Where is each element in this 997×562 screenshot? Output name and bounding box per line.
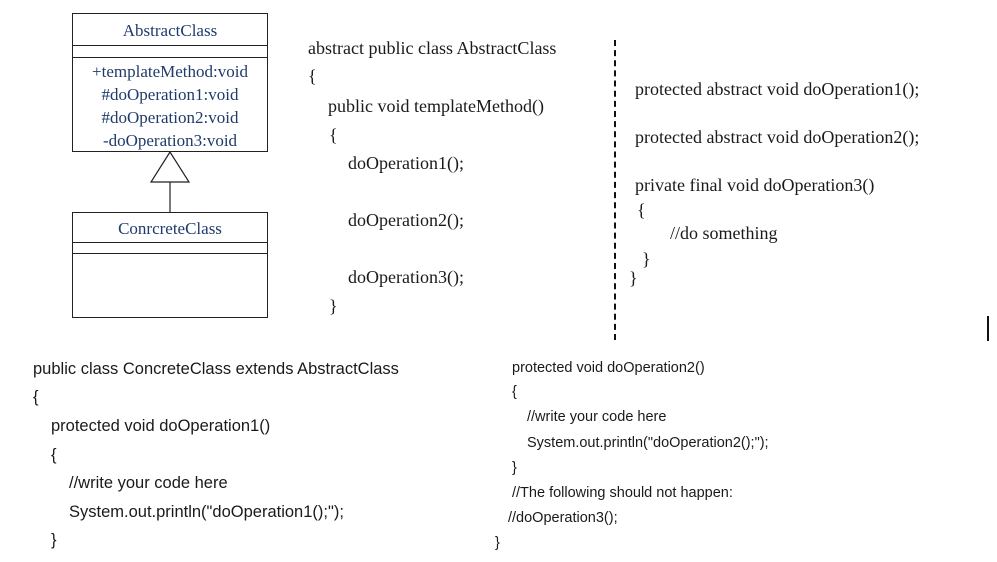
method-do-operation3: -doOperation3:void: [102, 131, 238, 150]
code-line: {: [512, 384, 517, 400]
concrete-class-name: ConrcreteClass: [118, 219, 222, 238]
text-cursor: [987, 316, 989, 341]
abstract-class-name: AbstractClass: [122, 21, 218, 40]
code-line: }: [51, 531, 57, 549]
code-line: }: [329, 296, 338, 316]
code-line: }: [642, 249, 651, 269]
code-line: {: [308, 66, 317, 86]
abstract-class-box: AbstractClass +templateMethod:void #doOp…: [72, 13, 268, 152]
code-line: doOperation2();: [348, 210, 464, 230]
code-line: }: [512, 460, 517, 476]
code-line: public class ConcreteClass extends Abstr…: [33, 360, 399, 378]
code-line: private final void doOperation3(): [635, 175, 875, 195]
method-do-operation2: #doOperation2:void: [101, 108, 239, 127]
code-line: {: [51, 446, 57, 464]
code-line: doOperation1();: [348, 153, 464, 173]
concrete-class-box: ConrcreteClass: [72, 212, 268, 318]
method-template: +templateMethod:void: [92, 62, 248, 81]
code-line: //doOperation3();: [508, 510, 618, 526]
code-line: abstract public class AbstractClass: [308, 38, 557, 58]
code-line: //The following should not happen:: [512, 485, 733, 501]
inheritance-triangle: [149, 150, 191, 183]
code-line: //write your code here: [69, 474, 228, 492]
code-line: System.out.println("doOperation2();");: [527, 435, 769, 451]
code-line: {: [33, 388, 39, 406]
inheritance-arrow: [149, 150, 191, 213]
code-line: }: [629, 268, 638, 288]
code-line: //write your code here: [527, 409, 667, 425]
divider-line: [614, 40, 616, 340]
code-line: //do something: [670, 223, 778, 243]
code-line: System.out.println("doOperation1();");: [69, 503, 344, 521]
code-line: {: [637, 200, 646, 220]
code-line: protected abstract void doOperation2();: [635, 127, 920, 147]
method-do-operation1: #doOperation1:void: [101, 85, 239, 104]
code-line: protected void doOperation1(): [51, 417, 271, 435]
code-line: doOperation3();: [348, 267, 464, 287]
code-line: protected abstract void doOperation1();: [635, 79, 920, 99]
code-line: }: [495, 535, 500, 551]
code-line: {: [329, 125, 338, 145]
code-line: public void templateMethod(): [328, 96, 544, 116]
code-line: protected void doOperation2(): [512, 360, 705, 376]
